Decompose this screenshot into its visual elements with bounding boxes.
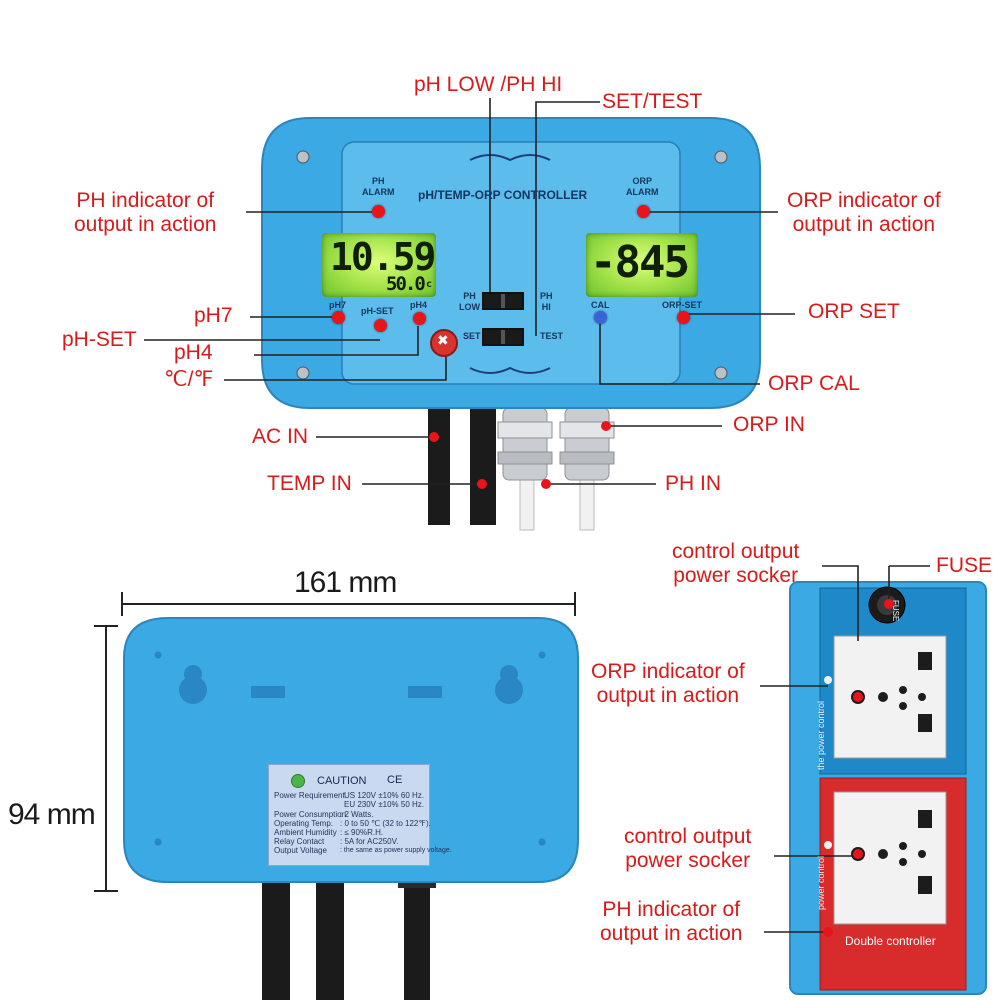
label-orp-indicator-socket: ORP indicator of output in action [591,660,745,707]
label-orp-set: ORP SET [808,300,900,323]
screw-icon [714,150,728,164]
orp-set-button[interactable] [677,311,690,324]
temp-reading: 50.0 [386,273,426,295]
vent-slot [251,686,285,698]
test-label: TEST [540,331,564,341]
ph4-button[interactable] [413,312,426,325]
side-text-lower: power control [816,855,826,910]
ph-bnc-connector [559,407,615,481]
label-set-test: SET/TEST [602,90,703,113]
orp-lcd-display: -845 mV [586,233,698,297]
ph7-panel-label: pH7 [329,300,347,310]
back-view-illustration [94,592,579,1000]
label-ph-low-hi: pH LOW /PH HI [414,73,563,96]
callout-dots [429,421,611,489]
label-ph-set: pH-SET [62,328,137,351]
fuse-panel-text: FUSE [891,600,900,622]
controller-illustration [144,98,795,531]
socket-box-footer: Double controller [845,934,936,948]
caution-title: CAUTION [317,775,367,787]
orp-alarm-led [637,205,650,218]
ph7-button[interactable] [332,311,345,324]
orp-indicator-led [824,676,832,684]
dimension-lines [94,592,576,892]
label-temp-unit: ℃/℉ [164,368,214,391]
orp-set-panel-label: ORP-SET [662,300,703,310]
label-ph-in: PH IN [665,472,722,495]
socket-callout-dots [823,599,894,937]
thermometer-icon: ✖ [437,333,449,349]
caution-sticker: CAUTION CE Power Requirement US 120V ±10… [268,764,452,866]
back-body [123,617,579,883]
label-orp-indicator: ORP indicator of output in action [787,189,941,236]
label-ph-indicator: PH indicator of output in action [74,189,217,236]
label-temp-in: TEMP IN [267,472,352,495]
ce-mark: CE [387,774,403,786]
screw-hole [154,838,162,846]
ph-set-panel-label: pH-SET [361,306,394,316]
rohs-icon [291,774,305,788]
ph-low-label: PH LOW [459,291,480,312]
ph-low-hi-switch[interactable] [482,292,524,310]
orp-unit: mV [680,265,688,274]
panel-title: pH/TEMP-ORP CONTROLLER [418,188,588,202]
screw-hole [538,838,546,846]
ph-set-button[interactable] [374,319,387,332]
screw-hole [538,651,546,659]
label-ph7: pH7 [194,304,233,327]
label-control-output-1: control output power socker [672,540,800,587]
label-control-output-2: control output power socker [624,825,752,872]
ph4-panel-label: pH4 [410,300,428,310]
width-dimension: 161 mm [294,566,397,599]
set-label: SET [463,331,481,341]
screw-hole [154,651,162,659]
vent-slot [408,686,442,698]
back-cable [316,860,344,1000]
ac-cable [428,405,450,525]
screw-icon [296,366,310,380]
screw-icon [296,150,310,164]
set-test-switch[interactable] [482,328,524,346]
ph-alarm-label: PH ALARM [362,176,395,197]
orp-alarm-label: ORP ALARM [626,176,659,197]
ph-hi-label: PH HI [540,291,553,312]
ph-alarm-led [372,205,385,218]
screw-icon [714,366,728,380]
orp-reading: -845 [590,237,690,288]
label-fuse: FUSE [936,554,993,577]
ph-indicator-led [824,841,832,849]
temp-cable [470,405,496,525]
socket-callout-lines [760,565,930,933]
cal-panel-label: CAL [591,300,610,310]
ornament-icon [469,154,551,162]
keyhole-icon [179,665,207,704]
ornament-icon [469,366,551,374]
orp-cal-button[interactable] [594,311,607,324]
orp-bnc-connector [497,407,553,481]
label-ac-in: AC IN [252,425,309,448]
ph-reading: 10.59 [330,235,436,279]
side-text-upper: the power control [816,700,826,770]
ph-lcd-display: 10.59 50.0 c [322,233,436,297]
label-ph-indicator-socket: PH indicator of output in action [600,898,743,945]
temp-unit-button[interactable]: ✖ [430,329,458,357]
keyhole-icon [495,665,523,704]
label-orp-cal: ORP CAL [768,372,860,395]
height-dimension: 94 mm [8,798,96,831]
socket-box-illustration [760,565,987,995]
temp-unit: c [426,279,432,290]
label-orp-in: ORP IN [733,413,805,436]
back-cable [262,860,290,1000]
label-ph4: pH4 [174,341,213,364]
